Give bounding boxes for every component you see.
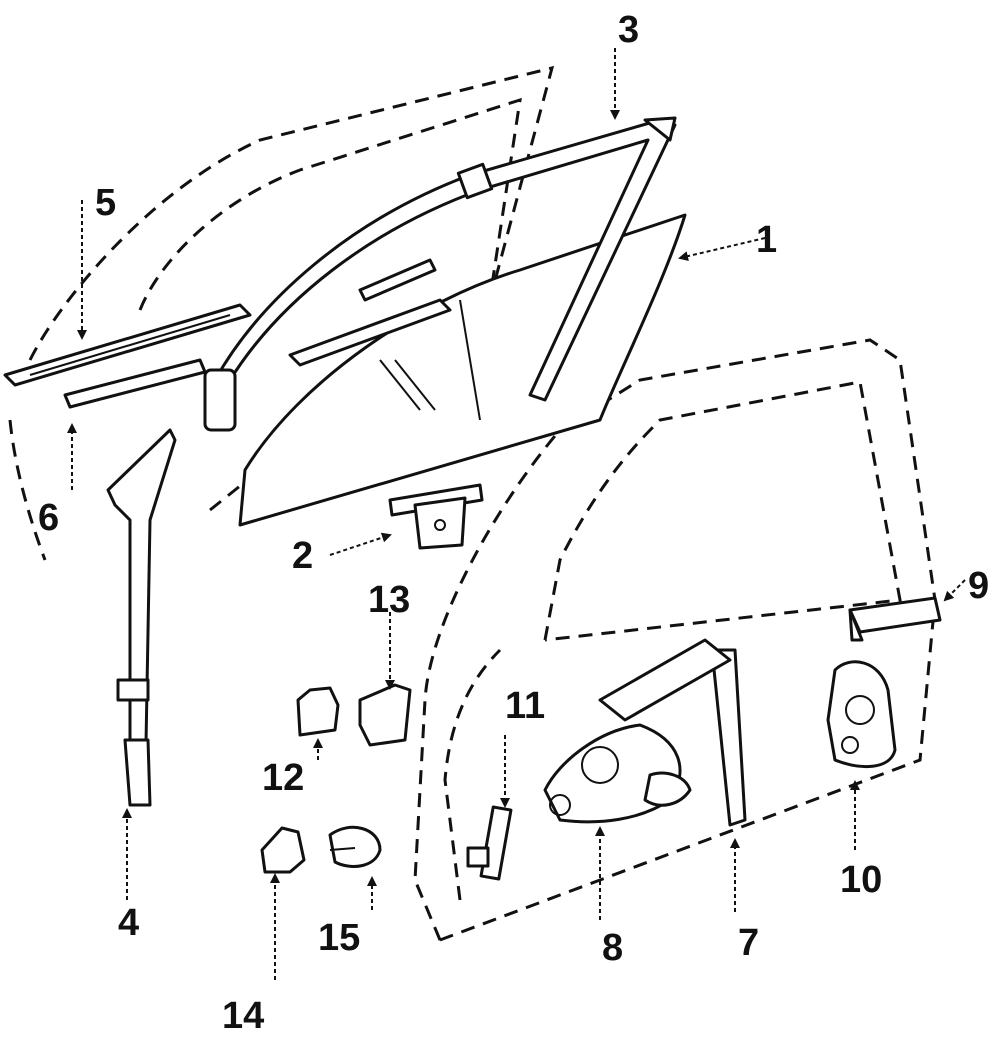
callout-11: 11	[505, 685, 545, 727]
part-14-hardware	[260, 826, 306, 874]
part-10-door-lock	[826, 660, 897, 769]
part-15-hardware	[328, 825, 382, 868]
part-6-inner-belt-weatherstrip	[63, 358, 207, 409]
leader-2	[329, 532, 392, 556]
callout-1: 1	[756, 219, 777, 261]
part-7-regulator-guide	[710, 648, 747, 827]
part-3-glass-run-channel	[203, 116, 677, 432]
callout-12: 12	[262, 757, 304, 799]
callout-13: 13	[368, 579, 410, 621]
callout-9: 9	[968, 565, 989, 607]
leader-lines	[67, 48, 966, 980]
part-12-hardware	[296, 686, 340, 737]
callout-8: 8	[602, 927, 623, 969]
part-1-door-glass	[238, 213, 687, 527]
inner-trim-strips	[288, 258, 452, 367]
callout-15: 15	[318, 917, 360, 959]
callout-7: 7	[738, 922, 759, 964]
door-frame-outline	[413, 338, 937, 942]
callout-3: 3	[618, 9, 639, 51]
callout-6: 6	[38, 497, 59, 539]
part-9-bracket	[848, 596, 942, 642]
part-5-outer-belt-molding	[3, 303, 252, 387]
callout-labels: 1 2 3 4 5 6 7 8 9 10 11 12 13 14 15	[38, 9, 989, 1037]
callout-5: 5	[95, 182, 116, 224]
callout-2: 2	[292, 535, 313, 577]
part-11-actuator	[466, 805, 513, 881]
callout-14: 14	[222, 995, 264, 1037]
part-8-window-regulator	[543, 638, 732, 824]
part-2-glass-channel	[388, 483, 484, 550]
leader-9	[943, 579, 966, 602]
callout-10: 10	[840, 859, 882, 901]
part-13-hardware	[358, 683, 412, 747]
leader-1	[678, 237, 766, 262]
callout-4: 4	[118, 902, 139, 944]
part-4-run-channel	[106, 428, 177, 807]
